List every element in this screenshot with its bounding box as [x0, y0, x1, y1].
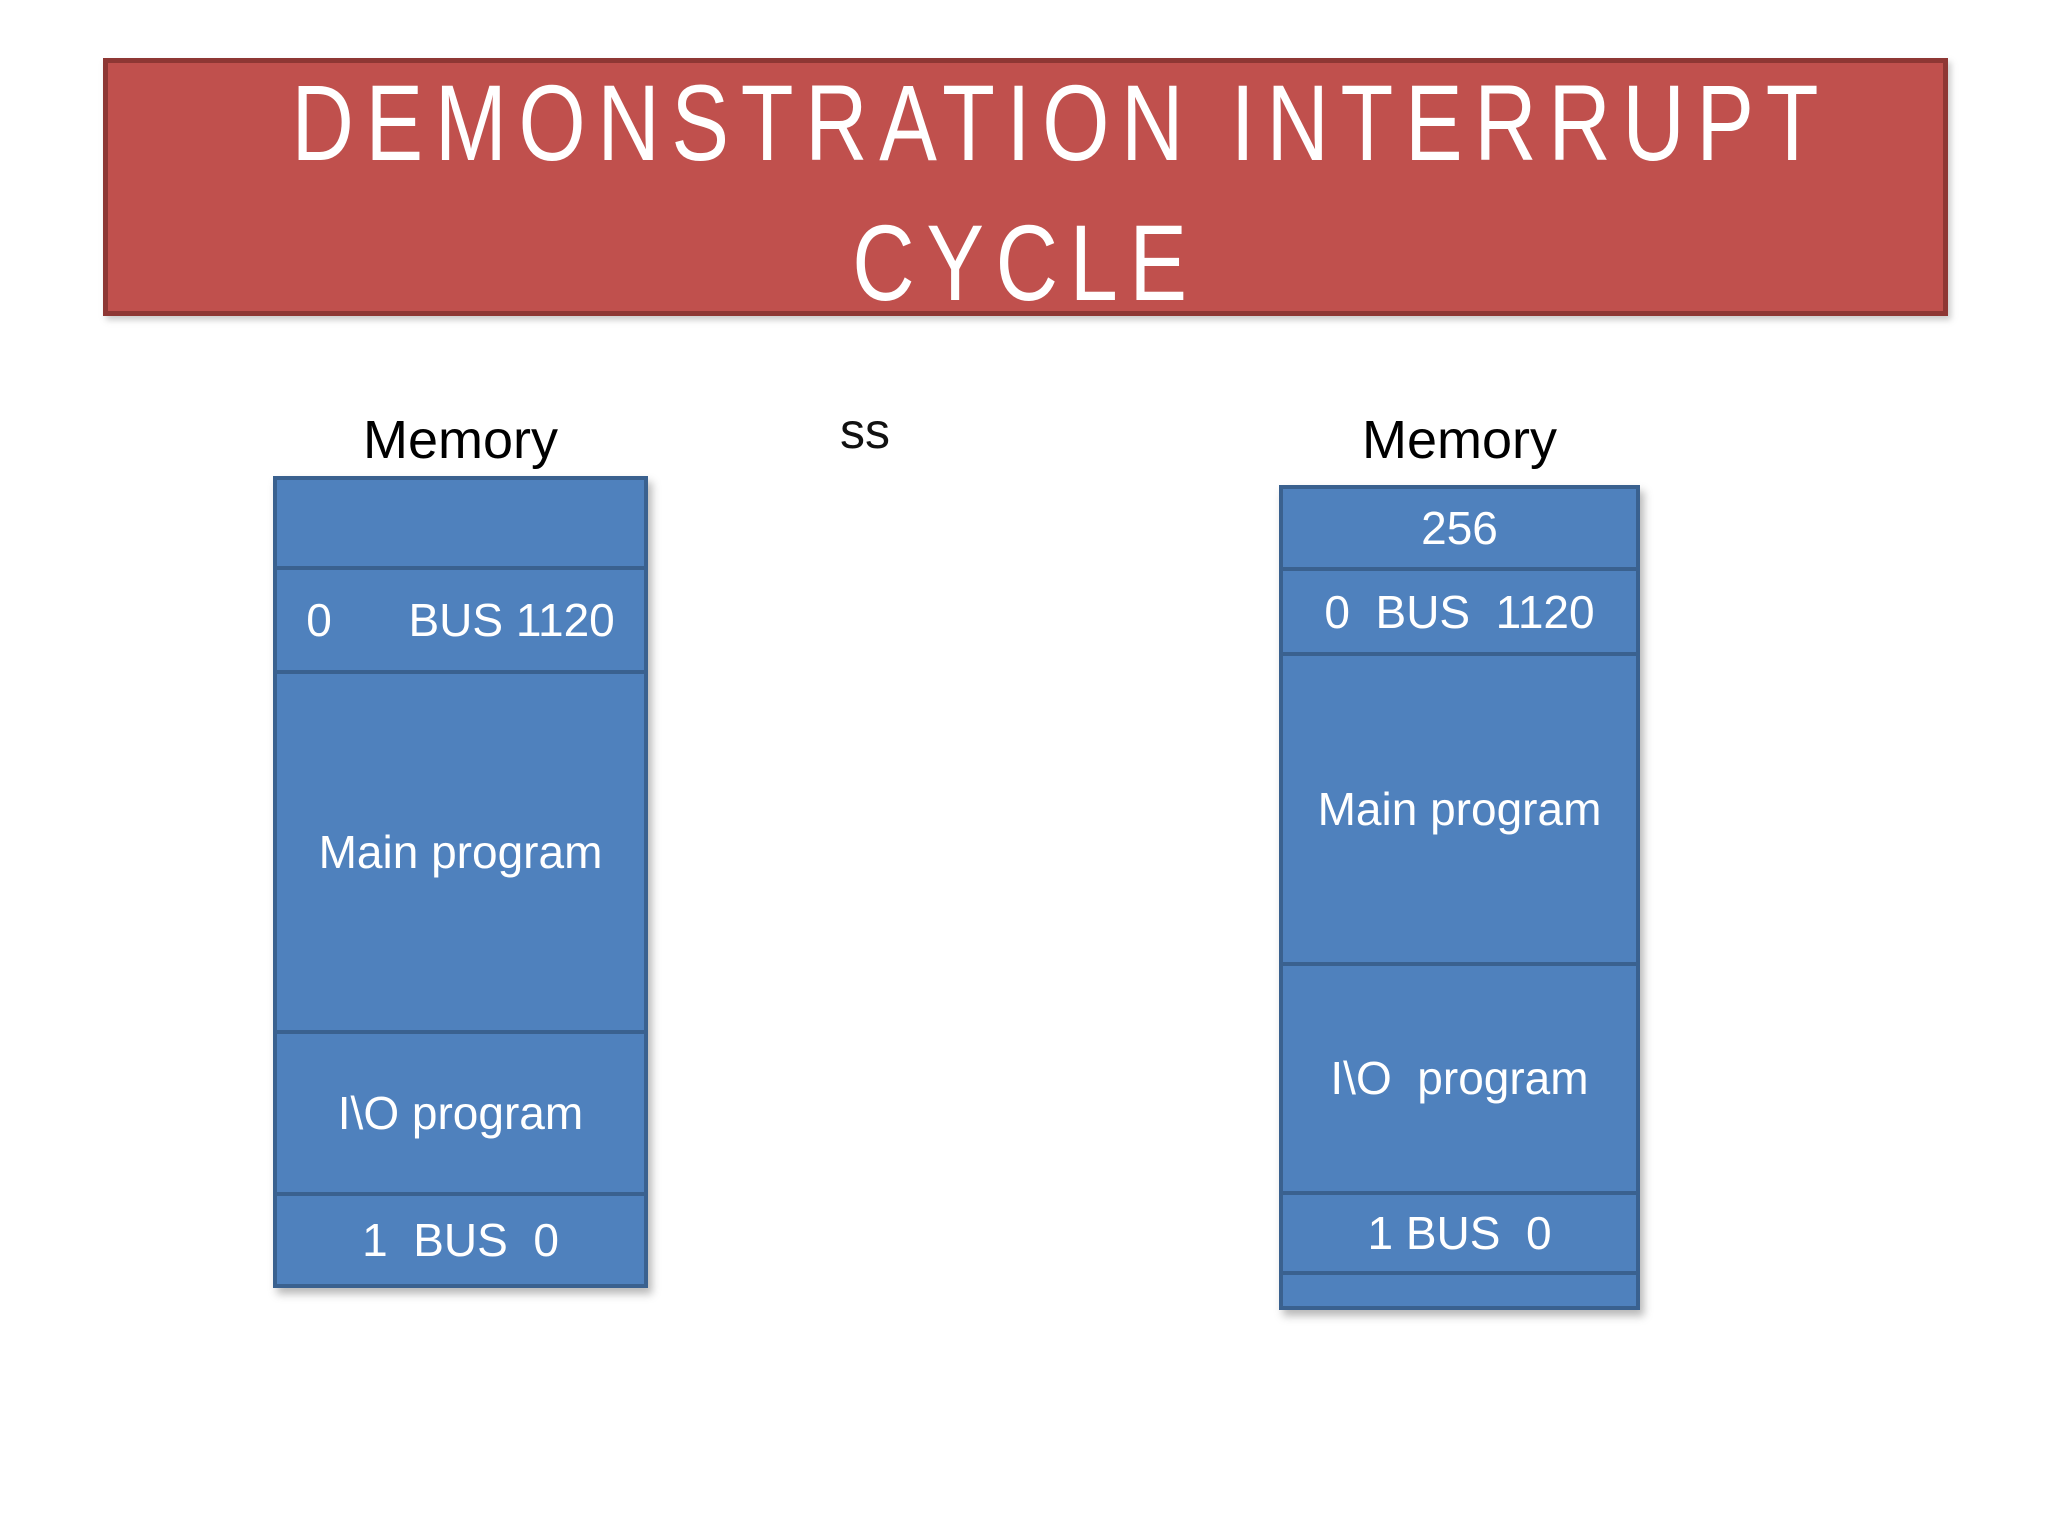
ss-label: ss: [840, 403, 890, 459]
left-memory-box: 0 BUS 1120 Main program I\O program 1 BU…: [273, 476, 648, 1288]
right-row-256: 256: [1283, 489, 1636, 567]
left-row-bus-1120-label: 0 BUS 1120: [306, 594, 615, 647]
slide-title: DEMONSTRATION INTERRUPT CYCLE: [291, 53, 1831, 333]
right-memory-box: 256 0 BUS 1120 Main program I\O program …: [1279, 485, 1640, 1310]
title-line-2: CYCLE: [852, 202, 1199, 323]
right-memory-heading: Memory: [1361, 410, 1557, 470]
right-row-io-program: I\O program: [1283, 961, 1636, 1191]
left-row-bus-0-label: 1 BUS 0: [362, 1213, 559, 1266]
right-row-bottom-strip: [1283, 1271, 1636, 1306]
title-banner: DEMONSTRATION INTERRUPT CYCLE: [103, 58, 1948, 323]
right-row-main-program-label: Main program: [1317, 783, 1602, 836]
right-row-bus-1120-label: 0 BUS 1120: [1324, 585, 1595, 638]
right-row-bus-1120: 0 BUS 1120: [1283, 567, 1636, 652]
left-row-main-program-label: Main program: [318, 826, 603, 879]
left-row-io-program-label: I\O program: [337, 1087, 584, 1140]
title-line-1: DEMONSTRATION INTERRUPT: [291, 62, 1831, 183]
left-row-io-program: I\O program: [277, 1030, 644, 1191]
right-row-256-label: 256: [1421, 502, 1498, 555]
left-memory-heading: Memory: [362, 410, 558, 470]
right-row-bus-0: 1 BUS 0: [1283, 1190, 1636, 1271]
right-row-io-program-label: I\O program: [1330, 1052, 1589, 1105]
left-row-bus-0: 1 BUS 0: [277, 1191, 644, 1284]
left-row-bus-1120: 0 BUS 1120: [277, 566, 644, 670]
left-row-main-program: Main program: [277, 670, 644, 1030]
right-row-bus-0-label: 1 BUS 0: [1367, 1206, 1552, 1259]
right-row-main-program: Main program: [1283, 652, 1636, 961]
left-row-empty: [277, 480, 644, 566]
